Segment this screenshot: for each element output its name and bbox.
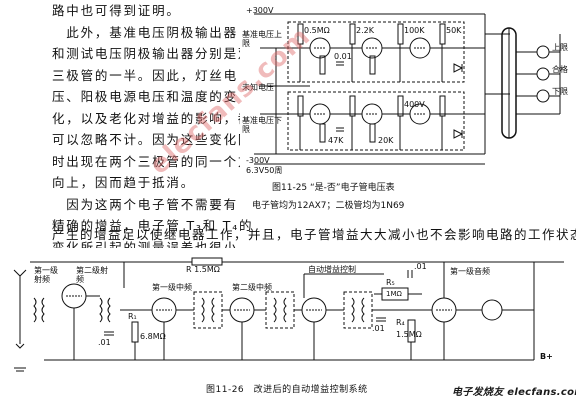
label-ref-lower: 基准电压下限: [242, 116, 282, 134]
label-r4-value: 1.5MΩ: [396, 330, 422, 339]
text-line: 压、阳极电源电压和温度的变: [52, 89, 238, 104]
label-heater: 6.3V50周: [246, 166, 283, 175]
label-rf2: 第二级射频: [76, 266, 108, 284]
label-rf1: 第一级射频: [34, 266, 58, 284]
label-r1-value: 6.8MΩ: [140, 332, 166, 341]
label-if2: 第二级中频: [232, 283, 272, 292]
paragraph-full: 产生的增益足以使继电器工作，并且，电子管增益大大减小也不会影响电路的工作状态。: [52, 227, 576, 242]
figure-11-26: 第一级射频 第二级射频 R 1.5MΩ 第一级中频 第二级中频 自动增益控制 第…: [4, 248, 574, 380]
label-r6: 20K: [378, 136, 394, 145]
text-line: 三极管的一半。因此，灯丝电: [52, 67, 238, 83]
label-plus300: +300V: [246, 6, 274, 15]
paragraph-column: 路中也可得到证明。 此外，基准电压阴极输出器 和测试电压阴极输出器分别是双 三极…: [52, 0, 254, 258]
label-r2: 2.2K: [356, 26, 374, 35]
text-line: 路中也可得到证明。: [52, 3, 181, 18]
figure-11-25: +300V 基准电压上限 未知电压 基准电压下限 -300V 6.3V50周 上…: [240, 4, 574, 175]
label-test-voltage: 未知电压: [242, 83, 274, 92]
label-r4: 47K: [328, 136, 344, 145]
text-line: 向上，因而趋于抵消。: [52, 175, 196, 190]
text-line: 可以忽略不计。因为这些变化同: [52, 132, 253, 147]
label-ref-upper: 基准电压上限: [242, 30, 282, 48]
label-lower-limit: 下限: [552, 87, 568, 96]
label-c1: 0.01: [334, 52, 352, 61]
label-upper-limit: 上限: [552, 43, 568, 52]
figure-11-26-caption: 图11-26 改进后的自动增益控制系统: [206, 385, 368, 395]
label-r-top: R 1.5MΩ: [186, 265, 220, 274]
label-minus300: -300V: [246, 156, 270, 165]
label-r3: 100K: [404, 26, 425, 35]
label-agc: 自动增益控制: [308, 265, 356, 274]
text-line: 化，以及老化对增益的影响，都: [52, 110, 253, 126]
figure-11-25-note: 电子管均为12AX7；二极管均为1N69: [252, 201, 405, 211]
label-bplus: B+: [540, 352, 553, 361]
site-logo: 电子发烧友 elecfans.com: [452, 380, 576, 400]
label-r5: 50K: [446, 26, 462, 35]
label-ok: 合格: [552, 65, 568, 74]
text-line: 和测试电压阴极输出器分别是双: [52, 46, 253, 61]
label-af1: 第一级音频: [450, 267, 490, 276]
label-r5: R₅: [386, 278, 395, 287]
schematic-11-26: [13, 257, 564, 372]
label-r1: 0.5MΩ: [304, 26, 330, 35]
label-r1: R₁: [128, 312, 137, 321]
label-c2: 400V: [404, 100, 425, 109]
text-line: 时出现在两个三极管的同一个方: [52, 153, 253, 169]
label-cap-a: .01: [98, 338, 111, 347]
label-r5-value: 1MΩ: [386, 290, 402, 298]
figure-11-25-caption: 图11-25 “是-否”电子管电压表: [272, 183, 395, 193]
label-cap-c: .01: [414, 262, 427, 271]
label-cap-b: .01: [372, 324, 385, 333]
logo-text: 电子发烧友 elecfans.com: [452, 387, 576, 398]
schematic-11-25: [254, 13, 561, 165]
text-line: 精确的增益，电子管 T₃和 T₄的: [52, 218, 254, 233]
text-line: 因为这两个电子管不需要有: [52, 196, 238, 212]
label-r4: R₄: [396, 318, 405, 327]
label-if1: 第一级中频: [152, 283, 192, 292]
text-line: 此外，基准电压阴极输出器: [52, 24, 238, 40]
